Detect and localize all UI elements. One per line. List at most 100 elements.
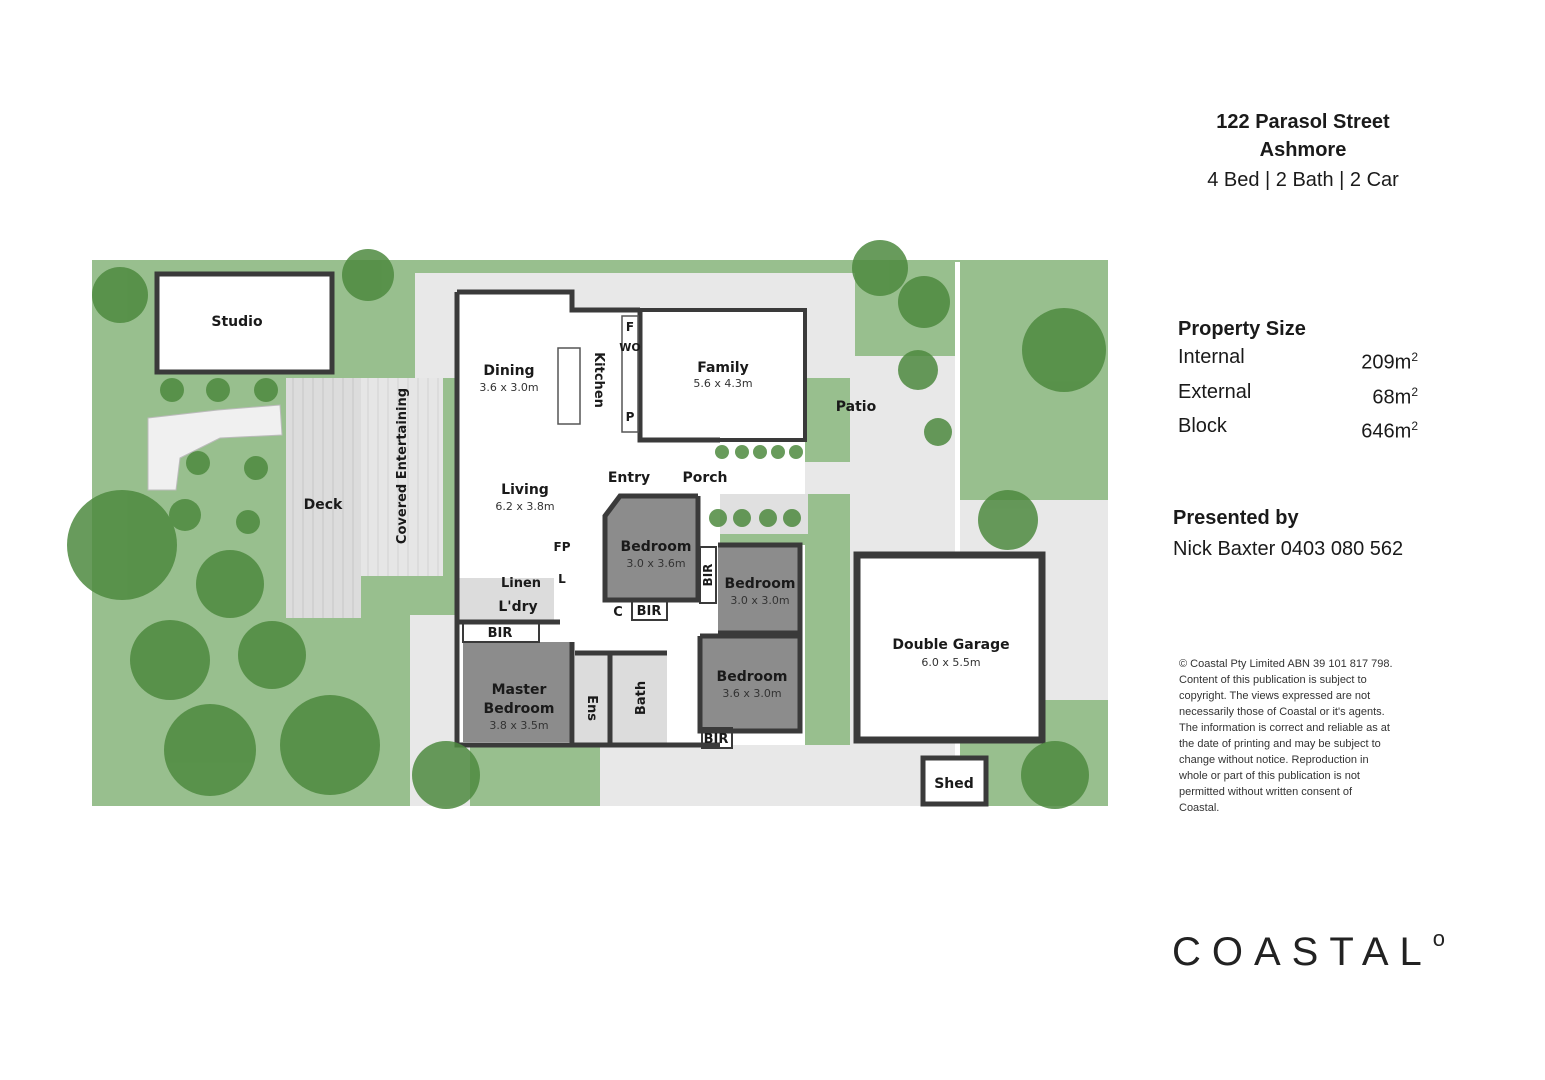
property-address: 122 Parasol Street Ashmore 4 Bed | 2 Bat… xyxy=(1175,108,1431,196)
ensuite xyxy=(575,653,610,743)
tree-icon xyxy=(1022,308,1106,392)
label-double-garage: Double Garage xyxy=(892,637,1009,653)
size-row-external: External 68m2 xyxy=(1178,378,1418,413)
label-master-1: Master xyxy=(492,682,547,698)
tree-icon xyxy=(164,704,256,796)
family-room xyxy=(638,308,807,442)
tree-icon xyxy=(733,509,751,527)
tree-icon xyxy=(280,695,380,795)
label-entry: Entry xyxy=(608,470,650,486)
internal-value-text: 209m xyxy=(1361,351,1412,374)
block-value: 646m2 xyxy=(1361,412,1418,447)
label-shed: Shed xyxy=(934,776,974,792)
internal-label: Internal xyxy=(1178,346,1245,368)
tree-icon xyxy=(186,451,210,475)
size-row-internal: Internal 209m2 xyxy=(1178,343,1418,378)
unit-sup: 2 xyxy=(1411,419,1418,434)
tree-icon xyxy=(236,510,260,534)
dim-dining: 3.6 x 3.0m xyxy=(479,381,538,394)
dim-bedroom-4: 3.6 x 3.0m xyxy=(722,687,781,700)
unit-sup: 2 xyxy=(1411,384,1418,399)
dim-master: 3.8 x 3.5m xyxy=(489,719,548,732)
kitchen-bench xyxy=(621,315,639,433)
label-bedroom-2: Bedroom xyxy=(621,539,692,555)
property-size-title: Property Size xyxy=(1178,318,1306,340)
tree-icon xyxy=(254,378,278,402)
label-patio: Patio xyxy=(836,399,877,415)
label-p: P xyxy=(626,410,635,424)
tree-icon xyxy=(160,378,184,402)
label-bedroom-3: Bedroom xyxy=(725,576,796,592)
block-label: Block xyxy=(1178,415,1227,438)
label-porch: Porch xyxy=(682,470,727,486)
label-laundry: L'dry xyxy=(498,599,537,615)
label-l: L xyxy=(558,572,566,586)
dim-bedroom-3: 3.0 x 3.0m xyxy=(730,594,789,607)
external-value-text: 68m xyxy=(1372,386,1412,409)
studio-room xyxy=(154,271,335,375)
copyright-disclaimer: © Coastal Pty Limited ABN 39 101 817 798… xyxy=(1179,658,1393,814)
label-dining: Dining xyxy=(483,363,534,379)
internal-value: 209m2 xyxy=(1361,343,1418,378)
tree-icon xyxy=(342,249,394,301)
tree-icon xyxy=(238,621,306,689)
shed-room xyxy=(920,755,989,807)
coastal-logo: COASTALo xyxy=(1172,926,1445,975)
tree-icon xyxy=(196,550,264,618)
bedroom-2 xyxy=(605,496,698,600)
presented-by-title: Presented by xyxy=(1173,507,1299,529)
label-bir-bed3: BIR xyxy=(701,564,715,587)
label-studio: Studio xyxy=(211,314,263,330)
tree-icon xyxy=(735,445,749,459)
tree-icon xyxy=(715,445,729,459)
street-address: 122 Parasol Street xyxy=(1216,111,1390,133)
walkway xyxy=(805,462,955,494)
tree-icon xyxy=(924,418,952,446)
dim-bedroom-2: 3.0 x 3.6m xyxy=(626,557,685,570)
tree-icon xyxy=(852,240,908,296)
tree-icon xyxy=(206,378,230,402)
tree-icon xyxy=(783,509,801,527)
label-wo: WO xyxy=(619,341,640,354)
fence-line xyxy=(955,262,960,806)
tree-icon xyxy=(898,276,950,328)
label-kitchen: Kitchen xyxy=(591,352,606,408)
label-linen: Linen xyxy=(501,576,541,591)
tree-icon xyxy=(92,267,148,323)
unit-sup: 2 xyxy=(1411,350,1418,364)
external-value: 68m2 xyxy=(1372,378,1418,413)
tree-icon xyxy=(244,456,268,480)
label-bir-master: BIR xyxy=(488,626,513,641)
label-f: F xyxy=(626,320,634,334)
brand-mark: o xyxy=(1432,926,1445,951)
rear-path xyxy=(600,745,955,806)
brand-name: COASTAL xyxy=(1172,930,1433,974)
covered-entertaining-area xyxy=(361,378,443,576)
deck-boards xyxy=(292,378,354,618)
tree-icon xyxy=(412,741,480,809)
label-deck: Deck xyxy=(304,497,343,513)
label-fp: FP xyxy=(554,540,571,554)
tree-icon xyxy=(789,445,803,459)
label-master-2: Bedroom xyxy=(484,701,555,717)
trees xyxy=(67,240,1106,809)
external-label: External xyxy=(1178,380,1252,403)
label-bir-bed4: BIR xyxy=(704,732,729,747)
label-family: Family xyxy=(697,360,749,376)
label-covered-entertaining: Covered Entertaining xyxy=(395,388,410,544)
bathroom xyxy=(612,653,667,743)
tree-icon xyxy=(898,350,938,390)
property-size-panel: Property Size Internal 209m2 External 68… xyxy=(1178,318,1418,447)
block-value-text: 646m xyxy=(1361,420,1412,443)
label-bath: Bath xyxy=(634,681,649,715)
laundry xyxy=(459,578,554,622)
garden-stairs xyxy=(147,404,283,491)
property-summary: 4 Bed | 2 Bath | 2 Car xyxy=(1207,169,1399,191)
kitchen-island xyxy=(557,347,581,425)
dim-living: 6.2 x 3.8m xyxy=(495,500,554,513)
dim-family: 5.6 x 4.3m xyxy=(693,377,752,390)
tree-icon xyxy=(130,620,210,700)
label-living: Living xyxy=(501,482,549,498)
label-c: C xyxy=(613,605,623,620)
